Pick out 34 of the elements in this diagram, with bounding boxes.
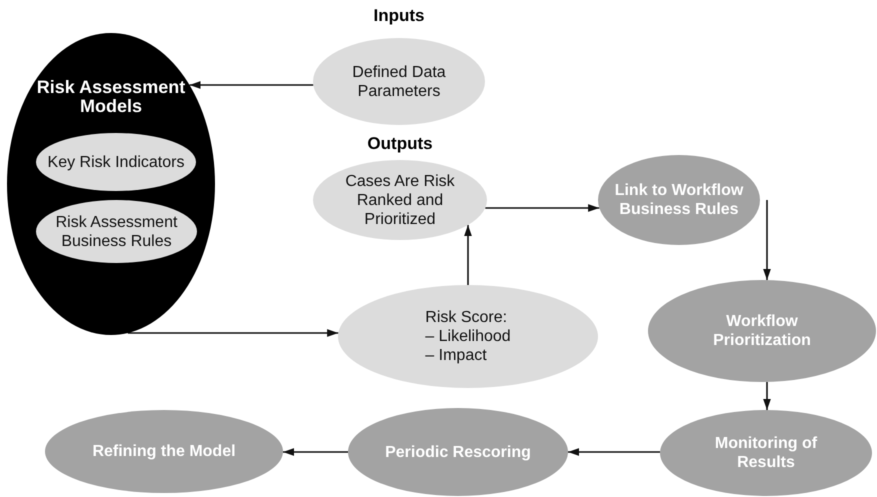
node-label: Risk Assessment Models (36, 78, 186, 116)
section-heading: Inputs (372, 6, 426, 26)
arrow (763, 200, 771, 280)
arrow (283, 448, 348, 456)
node-label: – Likelihood (425, 327, 511, 346)
arrow (190, 81, 314, 89)
inner-ellipse (36, 200, 197, 263)
model-circle (7, 33, 215, 335)
node-label: – Impact (425, 346, 488, 365)
arrow (128, 329, 338, 337)
node-label: Risk Score: (425, 308, 508, 327)
node-label: Key Risk Indicators (48, 152, 184, 172)
process-ellipse (45, 410, 283, 493)
process-ellipse (313, 6, 485, 125)
arrow (485, 204, 600, 212)
node-label: Workflow Prioritization (712, 312, 812, 350)
node-label: Cases Are Risk Ranked and Prioritized (344, 172, 456, 228)
section-heading: Outputs (366, 134, 434, 154)
node-label: Refining the Model (92, 442, 236, 461)
node-label: Monitoring of Results (714, 434, 818, 472)
process-ellipse (313, 134, 487, 240)
process-ellipse (648, 280, 876, 382)
arrow (763, 382, 771, 410)
arrow (568, 448, 660, 456)
node-label: Risk Assessment Business Rules (54, 212, 178, 250)
process-ellipse (348, 408, 568, 496)
arrow (464, 224, 472, 285)
process-ellipse (598, 155, 760, 245)
node-label: Defined Data Parameters (351, 62, 447, 100)
node-label: Link to Workflow Business Rules (614, 181, 744, 219)
inner-ellipse (36, 133, 196, 191)
process-ellipse (660, 410, 872, 496)
process-ellipse (338, 285, 598, 388)
node-label: Periodic Rescoring (385, 442, 531, 462)
